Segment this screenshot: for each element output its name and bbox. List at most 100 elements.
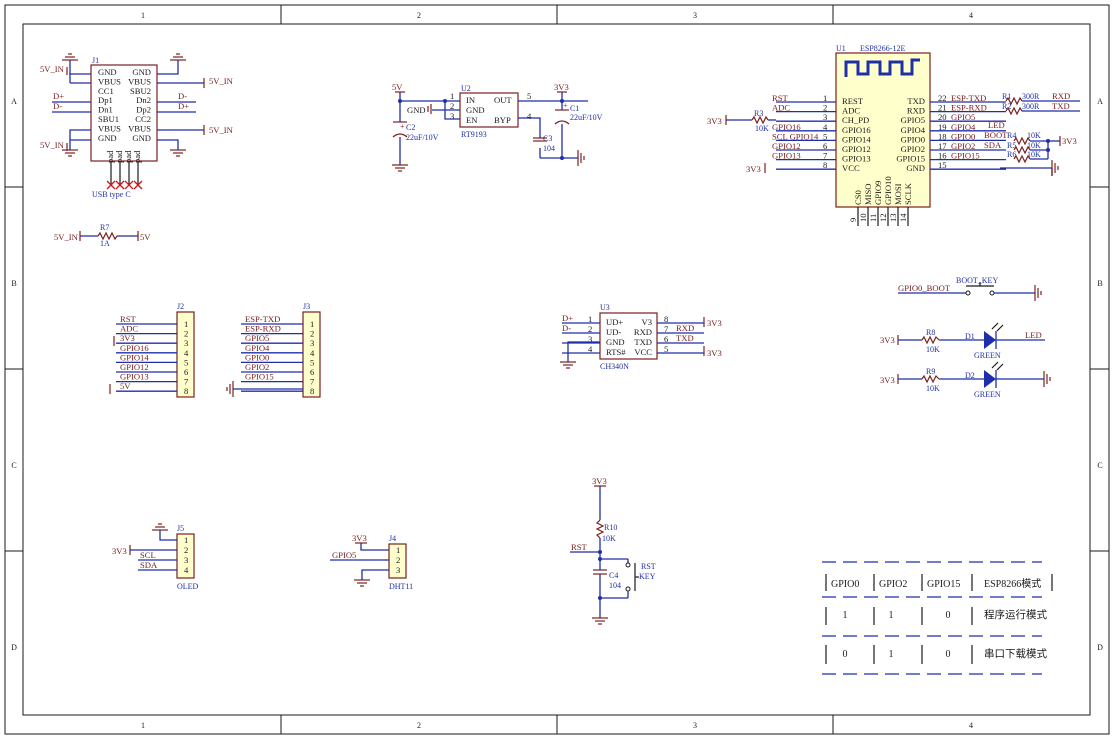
j3-pin-net: GPIO2 — [245, 362, 269, 372]
j3-pin-net: GPIO15 — [245, 372, 274, 382]
u2-pin-name: IN — [466, 95, 476, 105]
esp-pin-num: 8 — [823, 160, 827, 170]
esp-pin-name: GPIO2 — [901, 144, 925, 154]
j4-pin-num: 1 — [396, 545, 400, 555]
r10-ref: R10 — [604, 523, 617, 532]
esp-pin-net: GPIO12 — [772, 141, 801, 151]
esp-pin-name: CS0 — [853, 190, 863, 205]
j4-net-vcc: 3V3 — [352, 533, 367, 543]
u2-part: RT9193 — [461, 130, 487, 139]
row-label-left: C — [11, 461, 16, 470]
oled-header-j5: J5 1 2 3 4 OLED 3V3 SCL SDA — [112, 523, 199, 591]
j2-pin-net: ADC — [120, 324, 138, 334]
esp-txd-net: TXD — [1052, 101, 1070, 111]
u2-pin-name: OUT — [494, 95, 512, 105]
usb-pad-label: pad — [132, 150, 142, 163]
u2-pin-name: BYP — [494, 115, 511, 125]
usb-pin-name: CC2 — [135, 114, 151, 124]
j3-pin-net: ESP-RXD — [245, 324, 281, 334]
j3-pin-num: 1 — [310, 319, 314, 329]
usb-pad-label: pad — [114, 150, 124, 163]
row-label-left: A — [11, 97, 17, 106]
j2-pin-net: 5V — [120, 381, 131, 391]
esp-pin-num: 20 — [938, 112, 947, 122]
usb-net-vin: 5V_IN — [209, 125, 234, 135]
esp-pin-num: 21 — [938, 103, 947, 113]
u3-pin-num: 7 — [664, 324, 669, 334]
c2-ref: C2 — [406, 123, 415, 132]
reset-net-top: 3V3 — [592, 476, 607, 486]
usb-pin-name: Dp2 — [136, 105, 151, 115]
u2-gnd-label: GND — [407, 105, 426, 115]
esp-pin-num: 12 — [878, 213, 888, 222]
esp-pin-num: 18 — [938, 131, 947, 141]
esp-vcc-net: 3V3 — [746, 164, 761, 174]
j3-pin-num: 6 — [310, 367, 315, 377]
esp8266-module: U1 ESP8266-12E REST1RSTADC2ADCCH_PD3GPIO… — [707, 44, 1080, 226]
u3-pin-name: GND — [606, 337, 625, 347]
j5-pin-num: 1 — [184, 535, 188, 545]
j2-ref: J2 — [177, 302, 184, 311]
u3-pin-name: VCC — [634, 347, 652, 357]
u3-pin-net: 3V3 — [707, 318, 722, 328]
r1-ref: R1 — [1002, 92, 1011, 101]
esp-pin-num: 15 — [938, 160, 947, 170]
esp-part: ESP8266-12E — [860, 44, 905, 53]
esp-pin-num: 22 — [938, 93, 947, 103]
usb-pin-name: GND — [132, 67, 151, 77]
col-label-top: 3 — [693, 11, 697, 20]
esp-rxd-net: RXD — [1052, 91, 1070, 101]
u3-pin-name: V3 — [641, 317, 652, 327]
usb-net-vin: 5V_IN — [40, 64, 65, 74]
d1-net-out: LED — [1025, 330, 1042, 340]
j5-pin-num: 4 — [184, 565, 189, 575]
j3-pin-num: 4 — [310, 348, 315, 358]
r5-value: 10K — [1027, 141, 1041, 150]
esp-pin-name: ADC — [842, 106, 860, 116]
esp-led-net: LED — [988, 120, 1005, 130]
esp-pin-net: GPIO13 — [772, 151, 801, 161]
esp-pin-name: MISO — [863, 184, 873, 206]
table-cell: 程序运行模式 — [984, 608, 1047, 621]
j4-pin-num: 2 — [396, 555, 400, 565]
u2-pin-num: 4 — [527, 111, 532, 121]
r7-ref: R7 — [100, 223, 109, 232]
j4-ref: J4 — [389, 534, 396, 543]
col-label-bottom: 4 — [969, 721, 973, 730]
esp-pin-name: GPIO4 — [901, 125, 926, 135]
usb-pin-name: VBUS — [128, 76, 151, 86]
table-cell: 串口下载模式 — [984, 647, 1047, 660]
j2-pin-num: 5 — [184, 357, 188, 367]
r7-net-in: 5V_IN — [54, 232, 79, 242]
d2-color: GREEN — [974, 390, 1001, 399]
esp-pin-name: GPIO16 — [842, 125, 871, 135]
r8-ref: R8 — [926, 328, 935, 337]
u3-pin-net: D- — [562, 323, 571, 333]
usb-pin-name: VBUS — [98, 123, 121, 133]
col-label-bottom: 2 — [417, 721, 421, 730]
esp-pin-name: MOSI — [893, 183, 903, 205]
j2-pin-num: 8 — [184, 386, 188, 396]
table-cell: 1 — [843, 610, 848, 621]
j2-pin-num: 6 — [184, 367, 189, 377]
fuse-r7: R7 1A 5V_IN 5V — [54, 223, 151, 248]
j4-pin-num: 3 — [396, 565, 400, 575]
j2-pin-net: GPIO16 — [120, 343, 149, 353]
r1-value: 300R — [1022, 92, 1040, 101]
u2-pin-num: 5 — [527, 91, 531, 101]
row-label-right: D — [1097, 643, 1103, 652]
col-label-top: 1 — [141, 11, 145, 20]
esp-pin-num: 4 — [823, 122, 828, 132]
j5-pin-num: 2 — [184, 545, 188, 555]
d1-net-in: 3V3 — [880, 335, 895, 345]
j5-ref: J5 — [177, 524, 184, 533]
j2-pin-net: GPIO13 — [120, 372, 149, 382]
u2-pin-num: 2 — [450, 101, 454, 111]
u3-pin-net: 3V3 — [707, 348, 722, 358]
r7-net-out: 5V — [140, 232, 151, 242]
j2-pin-net: RST — [120, 314, 137, 324]
ldo-regulator: U2 IN GND EN OUT BYP 1 2 3 5 4 RT9193 5V… — [392, 82, 603, 172]
esp-pin-net: SCL GPIO14 — [772, 131, 819, 141]
esp-pin-net: ESP-TXD — [951, 93, 986, 103]
u3-pin-net: TXD — [676, 333, 694, 343]
